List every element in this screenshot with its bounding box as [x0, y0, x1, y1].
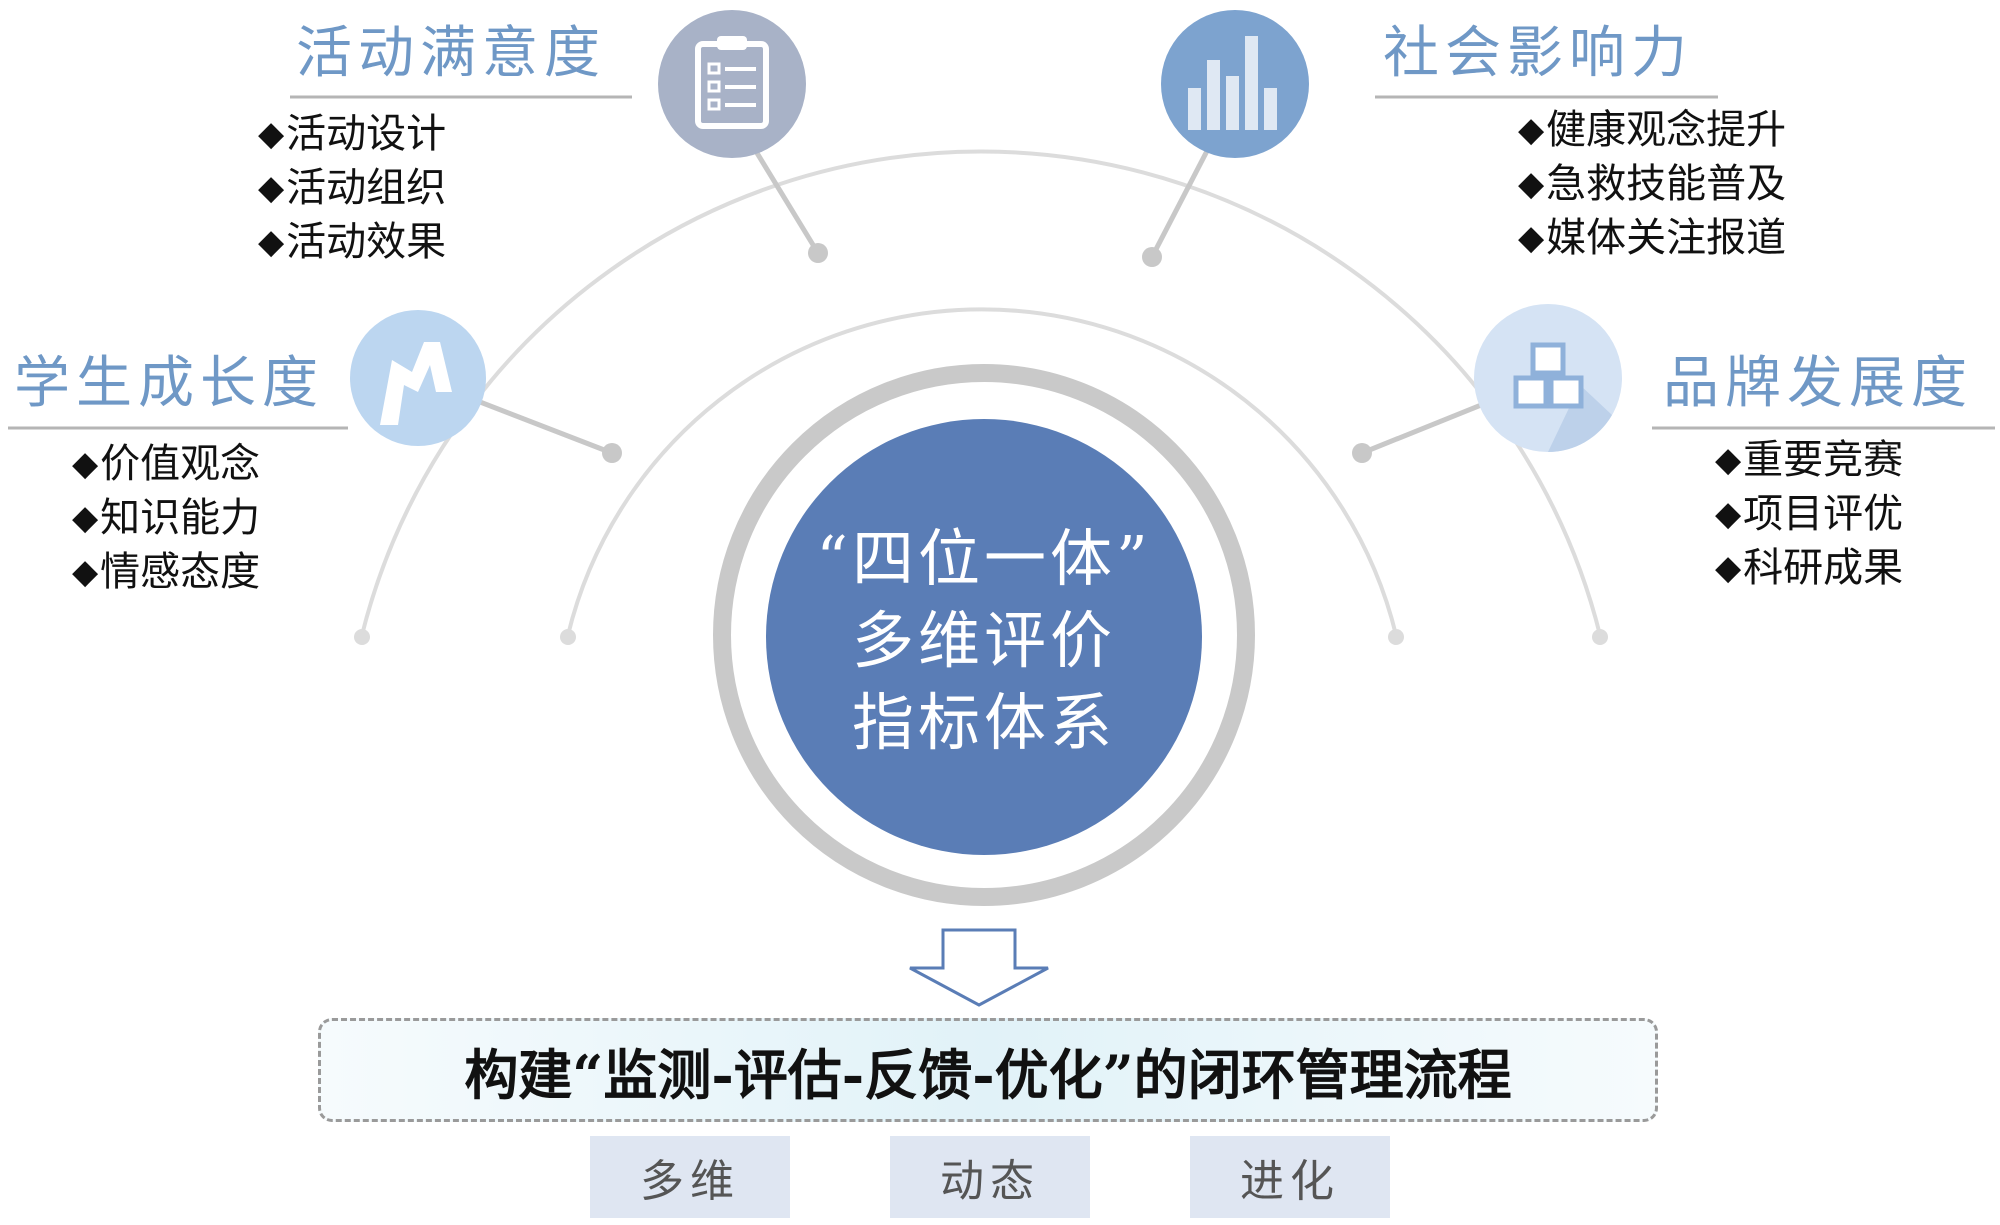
bar-chart-icon	[1161, 10, 1309, 158]
arc-end-dot	[560, 629, 576, 645]
list-item: ◆价值观念	[72, 437, 260, 491]
center-title: “四位一体” 多维评价 指标体系	[784, 518, 1184, 764]
process-banner: 构建“监测-评估-反馈-优化”的闭环管理流程	[318, 1018, 1658, 1122]
list-item: ◆媒体关注报道	[1518, 211, 1786, 265]
diamond-bullet-icon: ◆	[258, 222, 285, 262]
category-list-student: ◆价值观念 ◆知识能力 ◆情感态度	[72, 437, 260, 599]
tag-multidimensional: 多维	[590, 1136, 790, 1218]
connector-dot	[1352, 443, 1372, 463]
list-item: ◆情感态度	[72, 545, 260, 599]
list-item: ◆活动效果	[258, 215, 446, 269]
diamond-bullet-icon: ◆	[72, 444, 99, 484]
list-item: ◆活动组织	[258, 161, 446, 215]
category-title-activity: 活动满意度	[296, 21, 606, 86]
center-title-line: 指标体系	[851, 686, 1116, 759]
growth-chart-icon	[350, 310, 486, 446]
center-title-line: “四位一体”	[816, 522, 1152, 595]
diamond-bullet-icon: ◆	[258, 168, 285, 208]
center-circle	[766, 419, 1202, 855]
tag-dynamic: 动态	[890, 1136, 1090, 1218]
process-banner-text: 构建“监测-评估-反馈-优化”的闭环管理流程	[464, 1042, 1512, 1107]
list-item: ◆项目评优	[1715, 487, 1903, 541]
down-arrow	[909, 928, 1049, 1007]
category-title-student: 学生成长度	[14, 351, 324, 416]
diamond-bullet-icon: ◆	[1518, 218, 1545, 258]
arc-end-dot	[1592, 629, 1608, 645]
diamond-bullet-icon: ◆	[1715, 548, 1742, 588]
arc-end-dot	[354, 629, 370, 645]
category-list-activity: ◆活动设计 ◆活动组织 ◆活动效果	[258, 107, 446, 269]
list-item: ◆知识能力	[72, 491, 260, 545]
list-item: ◆健康观念提升	[1518, 103, 1786, 157]
list-item: ◆科研成果	[1715, 541, 1903, 595]
category-list-brand: ◆重要竞赛 ◆项目评优 ◆科研成果	[1715, 433, 1903, 595]
list-item: ◆重要竞赛	[1715, 433, 1903, 487]
arc-end-dot	[1388, 629, 1404, 645]
tag-evolution: 进化	[1190, 1136, 1390, 1218]
center-title-line: 多维评价	[851, 604, 1116, 677]
diamond-bullet-icon: ◆	[72, 552, 99, 592]
list-item: ◆急救技能普及	[1518, 157, 1786, 211]
diamond-bullet-icon: ◆	[1518, 110, 1545, 150]
connector-dot	[808, 243, 828, 263]
category-title-brand: 品牌发展度	[1663, 351, 1973, 416]
clipboard-checklist-icon	[658, 10, 806, 158]
center-ring	[713, 364, 1255, 906]
connector-dot	[1142, 247, 1162, 267]
diamond-bullet-icon: ◆	[1518, 164, 1545, 204]
category-title-social: 社会影响力	[1383, 21, 1693, 86]
category-list-social: ◆健康观念提升 ◆急救技能普及 ◆媒体关注报道	[1518, 103, 1786, 265]
list-item: ◆活动设计	[258, 107, 446, 161]
inner-arc	[566, 307, 1398, 636]
diamond-bullet-icon: ◆	[1715, 440, 1742, 480]
diamond-bullet-icon: ◆	[258, 114, 285, 154]
diamond-bullet-icon: ◆	[72, 498, 99, 538]
diamond-bullet-icon: ◆	[1715, 494, 1742, 534]
blocks-icon	[1474, 304, 1622, 452]
connector-dot	[602, 443, 622, 463]
